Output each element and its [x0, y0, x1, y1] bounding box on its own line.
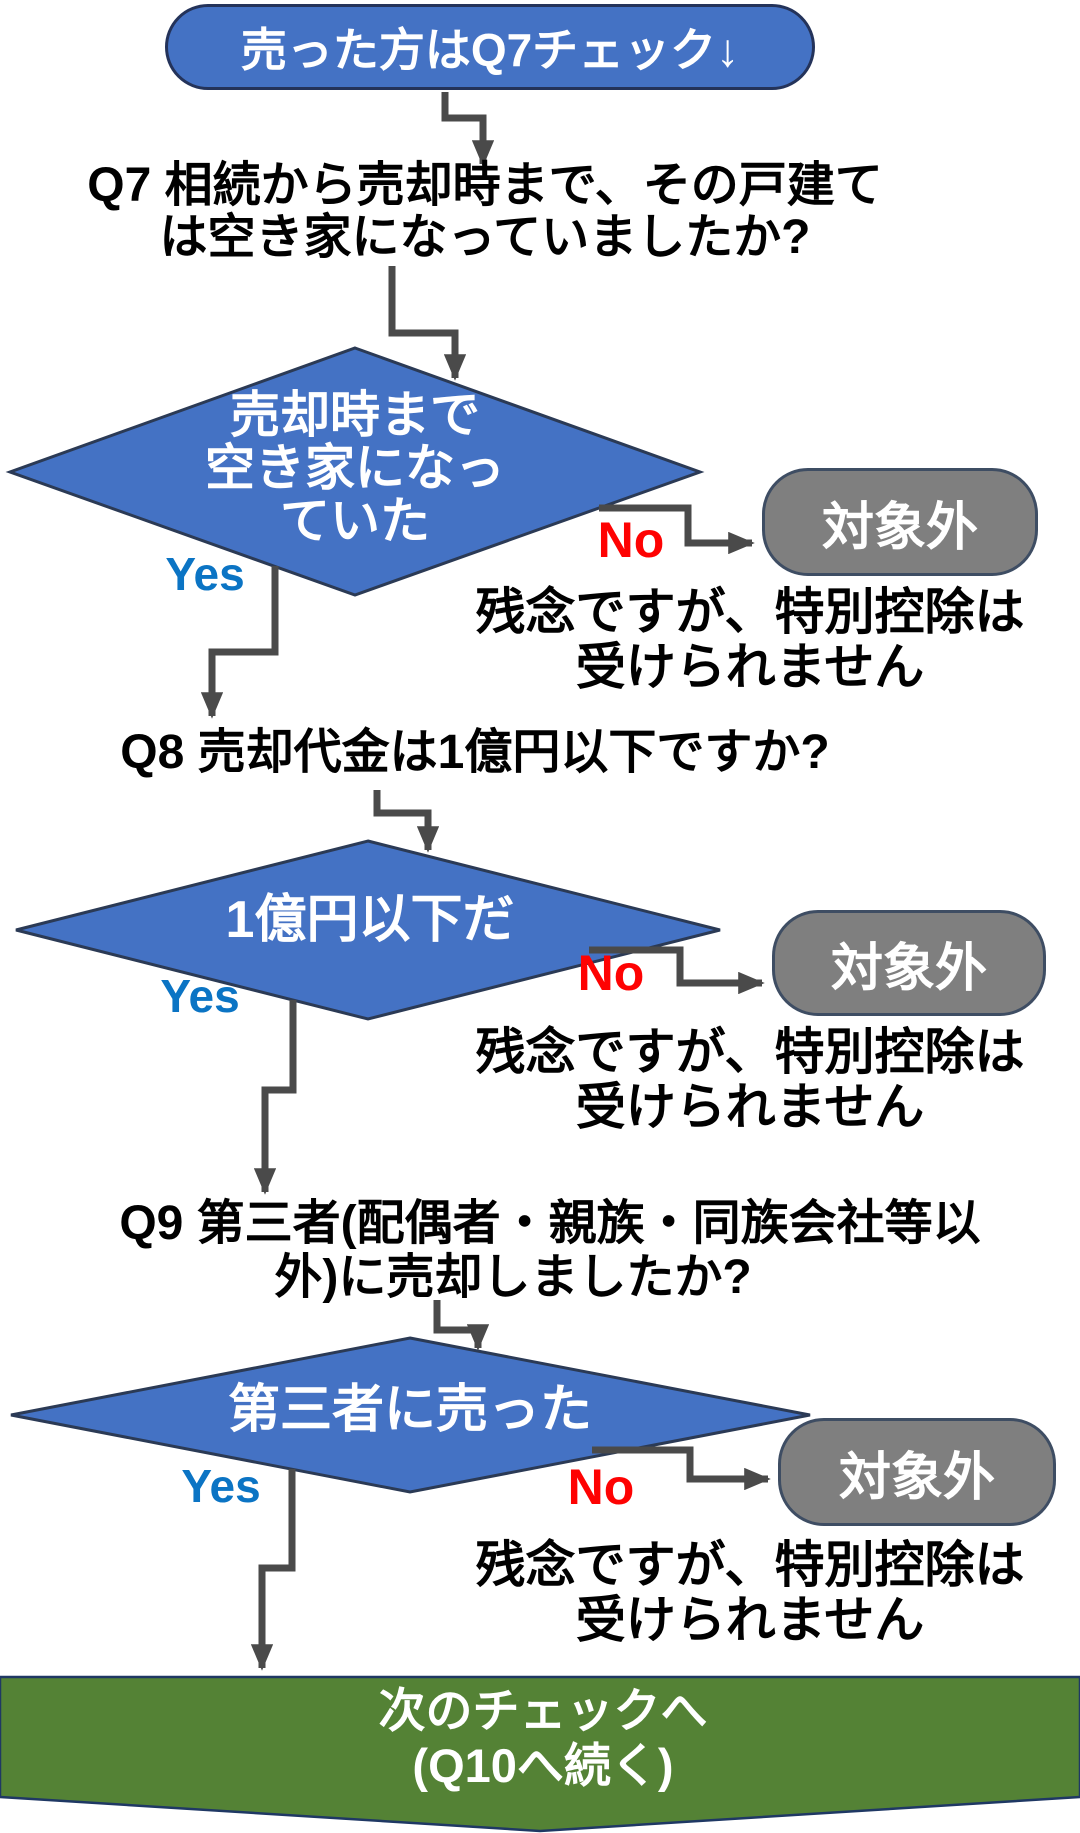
connector-q8-to-diamond2 [373, 790, 440, 853]
diamond-q7-shape [5, 346, 705, 597]
excluded-node-3-label: 対象外 [838, 1448, 995, 1507]
excluded-node-1-label: 対象外 [821, 498, 978, 557]
question-q9-line1: Q9 第三者(配偶者・親族・同族会社等以 [119, 1197, 981, 1250]
diamond-q9-shape [10, 1336, 811, 1494]
diamond-q7-label-line3: ていた [280, 493, 430, 549]
connector-no3-to-excluded3 [592, 1446, 771, 1491]
no-label-3: No [567, 1459, 635, 1515]
connector-q9-to-diamond3 [433, 1300, 490, 1351]
fail-text-2-line2: 受けられません [575, 1079, 925, 1135]
excluded-node-3: 対象外 [778, 1418, 1056, 1526]
excluded-node-2: 対象外 [772, 910, 1046, 1016]
excluded-node-2-label: 対象外 [830, 939, 987, 998]
end-banner-line1: 次のチェックへ [378, 1684, 708, 1737]
diamond-q7-label-line1: 売却時まで [230, 387, 480, 443]
fail-text-3-line2: 受けられません [575, 1592, 925, 1648]
end-banner-line2: (Q10へ続く) [412, 1739, 674, 1792]
yes-label-3: Yes [181, 1460, 261, 1512]
diamond-q8-shape [15, 839, 721, 1021]
fail-text-2-line1: 残念ですが、特別控除は [475, 1024, 1025, 1080]
connector-yes1-to-q8 [200, 566, 279, 719]
fail-text-3-line1: 残念ですが、特別控除は [475, 1537, 1025, 1593]
no-label-2: No [577, 945, 645, 1001]
question-q9-line2: 外)に売却しましたか? [274, 1251, 752, 1304]
question-q7-line2: は空き家になっていましたか? [159, 211, 811, 264]
start-node: 売った方はQ7チェック↓ [165, 4, 815, 90]
yes-label-1: Yes [165, 548, 245, 600]
excluded-node-1: 対象外 [762, 468, 1038, 576]
yes-label-2: Yes [160, 970, 240, 1022]
connector-no1-to-excluded1 [599, 504, 755, 555]
no-label-1: No [597, 512, 665, 568]
connector-q7-to-diamond1 [388, 266, 467, 381]
diamond-q7-label-line2: 空き家になっ [205, 440, 505, 496]
question-q7-line1: Q7 相続から売却時まで、その戸建て [87, 159, 883, 212]
fail-text-1-line1: 残念ですが、特別控除は [475, 584, 1025, 640]
connector-yes3-to-end [250, 1469, 296, 1671]
connector-start-to-q7 [441, 92, 495, 167]
fail-text-1-line2: 受けられません [575, 639, 925, 695]
diamond-q8-label: 1億円以下だ [225, 891, 515, 949]
start-node-label: 売った方はQ7チェック↓ [240, 24, 740, 76]
connector-yes2-to-q9 [253, 1000, 297, 1195]
connector-no2-to-excluded2 [589, 946, 765, 995]
question-q8-line1: Q8 売却代金は1億円以下ですか? [120, 726, 830, 779]
end-banner-shape [0, 1675, 1080, 1833]
diamond-q9-label: 第三者に売った [227, 1381, 592, 1439]
